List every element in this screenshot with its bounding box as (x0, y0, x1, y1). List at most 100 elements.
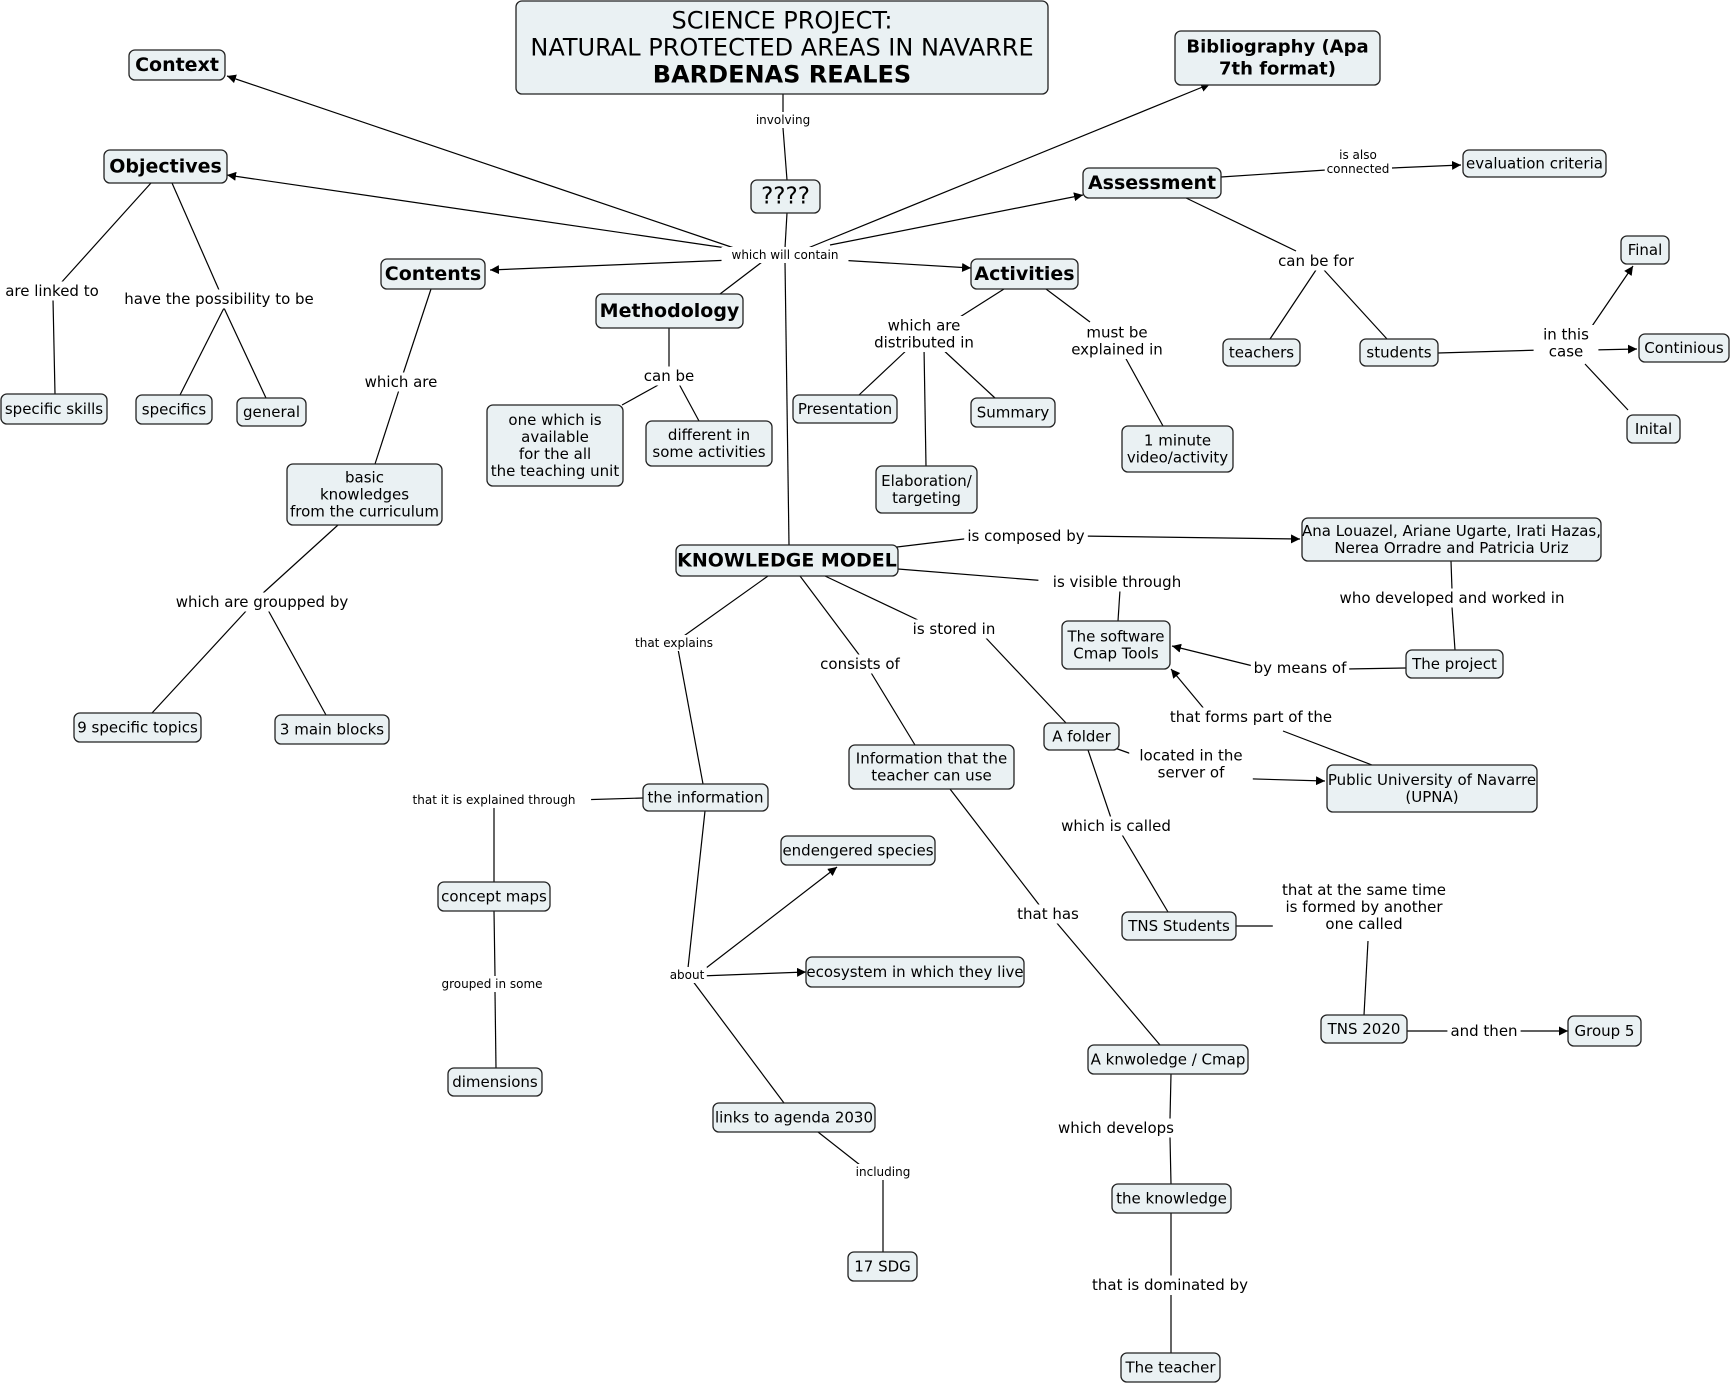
node-nine[interactable]: 9 specific topics (73, 712, 202, 743)
node-box[interactable] (780, 835, 936, 866)
node-box[interactable] (380, 258, 486, 290)
node-box[interactable] (595, 293, 744, 329)
node-box[interactable] (847, 1251, 918, 1282)
node-specifics[interactable]: specifics (135, 394, 213, 425)
node-box[interactable] (1043, 722, 1120, 751)
link-label-text: which develops (1058, 1119, 1174, 1137)
node-tns2020[interactable]: TNS 2020 (1320, 1014, 1408, 1044)
node-authors[interactable]: Ana Louazel, Ariane Ugarte, Irati Hazas,… (1301, 517, 1602, 562)
node-box[interactable] (1111, 1183, 1232, 1214)
node-box[interactable] (135, 394, 213, 425)
node-evalcrit[interactable]: evaluation criteria (1462, 149, 1607, 178)
node-tns[interactable]: TNS Students (1121, 911, 1237, 941)
node-box[interactable] (642, 783, 769, 812)
node-upna[interactable]: Public University of Navarre(UPNA) (1326, 764, 1538, 813)
node-box[interactable] (447, 1067, 543, 1097)
node-box[interactable] (1120, 1352, 1221, 1383)
node-box[interactable] (1620, 235, 1670, 265)
node-box[interactable] (1320, 1014, 1408, 1044)
node-box[interactable] (848, 744, 1015, 790)
node-text: specific skills (5, 400, 103, 418)
node-box[interactable] (73, 712, 202, 743)
node-box[interactable] (1082, 167, 1222, 199)
node-box[interactable] (0, 393, 108, 425)
node-theinfo[interactable]: the information (642, 783, 769, 812)
node-box[interactable] (1405, 649, 1504, 679)
node-box[interactable] (712, 1102, 876, 1133)
node-methodology[interactable]: Methodology (595, 293, 744, 329)
node-box[interactable] (1638, 333, 1730, 363)
node-box[interactable] (486, 404, 624, 487)
node-teacher[interactable]: The teacher (1120, 1352, 1221, 1383)
node-box[interactable] (1326, 764, 1538, 813)
node-continious[interactable]: Continious (1638, 333, 1730, 363)
node-box[interactable] (1174, 30, 1381, 86)
node-box[interactable] (1301, 517, 1602, 562)
node-box[interactable] (875, 465, 978, 514)
node-box[interactable] (1222, 338, 1301, 367)
node-concept[interactable]: concept maps (437, 881, 551, 912)
node-box[interactable] (1462, 149, 1607, 178)
node-knowledge[interactable]: the knowledge (1111, 1183, 1232, 1214)
node-project[interactable]: The project (1405, 649, 1504, 679)
connector-line (949, 788, 1041, 907)
link-label-whichare: which are (360, 372, 442, 392)
node-km[interactable]: KNOWLEDGE MODEL (675, 544, 899, 577)
node-box[interactable] (437, 881, 551, 912)
node-inital[interactable]: Inital (1626, 414, 1681, 444)
node-box[interactable] (103, 149, 228, 184)
node-dimensions[interactable]: dimensions (447, 1067, 543, 1097)
node-box[interactable] (515, 0, 1049, 95)
node-folder[interactable]: A folder (1043, 722, 1120, 751)
node-teachers[interactable]: teachers (1222, 338, 1301, 367)
node-box[interactable] (236, 397, 307, 427)
node-box[interactable] (1087, 1044, 1249, 1075)
node-box[interactable] (970, 258, 1079, 290)
node-skills[interactable]: specific skills (0, 393, 108, 425)
node-box[interactable] (1121, 425, 1234, 473)
node-box[interactable] (1359, 338, 1439, 367)
node-box[interactable] (274, 714, 390, 745)
node-contents[interactable]: Contents (380, 258, 486, 290)
node-presentation[interactable]: Presentation (792, 394, 898, 424)
node-box[interactable] (792, 394, 898, 424)
node-three[interactable]: 3 main blocks (274, 714, 390, 745)
node-box[interactable] (805, 956, 1025, 988)
node-box[interactable] (1061, 620, 1171, 670)
node-akcmap[interactable]: A knwoledge / Cmap (1087, 1044, 1249, 1075)
node-q[interactable]: ???? (750, 179, 821, 214)
node-assessment[interactable]: Assessment (1082, 167, 1222, 199)
node-title[interactable]: SCIENCE PROJECT:NATURAL PROTECTED AREAS … (515, 0, 1049, 95)
node-group5[interactable]: Group 5 (1567, 1015, 1642, 1047)
node-students[interactable]: students (1359, 338, 1439, 367)
node-box[interactable] (750, 179, 821, 214)
node-agenda[interactable]: links to agenda 2030 (712, 1102, 876, 1133)
link-label-text: involving (756, 113, 810, 127)
node-sdg[interactable]: 17 SDG (847, 1251, 918, 1282)
node-ecosystem[interactable]: ecosystem in which they live (805, 956, 1025, 988)
node-box[interactable] (645, 420, 773, 467)
node-box[interactable] (286, 463, 443, 526)
node-box[interactable] (1626, 414, 1681, 444)
node-box[interactable] (675, 544, 899, 577)
node-elaboration[interactable]: Elaboration/targeting (875, 465, 978, 514)
node-context[interactable]: Context (128, 49, 226, 81)
node-box[interactable] (970, 397, 1056, 428)
node-box[interactable] (1567, 1015, 1642, 1047)
node-summary[interactable]: Summary (970, 397, 1056, 428)
node-box[interactable] (1121, 911, 1237, 941)
node-box[interactable] (128, 49, 226, 81)
node-activities[interactable]: Activities (970, 258, 1079, 290)
node-species[interactable]: endengered species (780, 835, 936, 866)
node-objectives[interactable]: Objectives (103, 149, 228, 184)
node-general[interactable]: general (236, 397, 307, 427)
link-label-text: consists of (820, 655, 900, 673)
node-final[interactable]: Final (1620, 235, 1670, 265)
